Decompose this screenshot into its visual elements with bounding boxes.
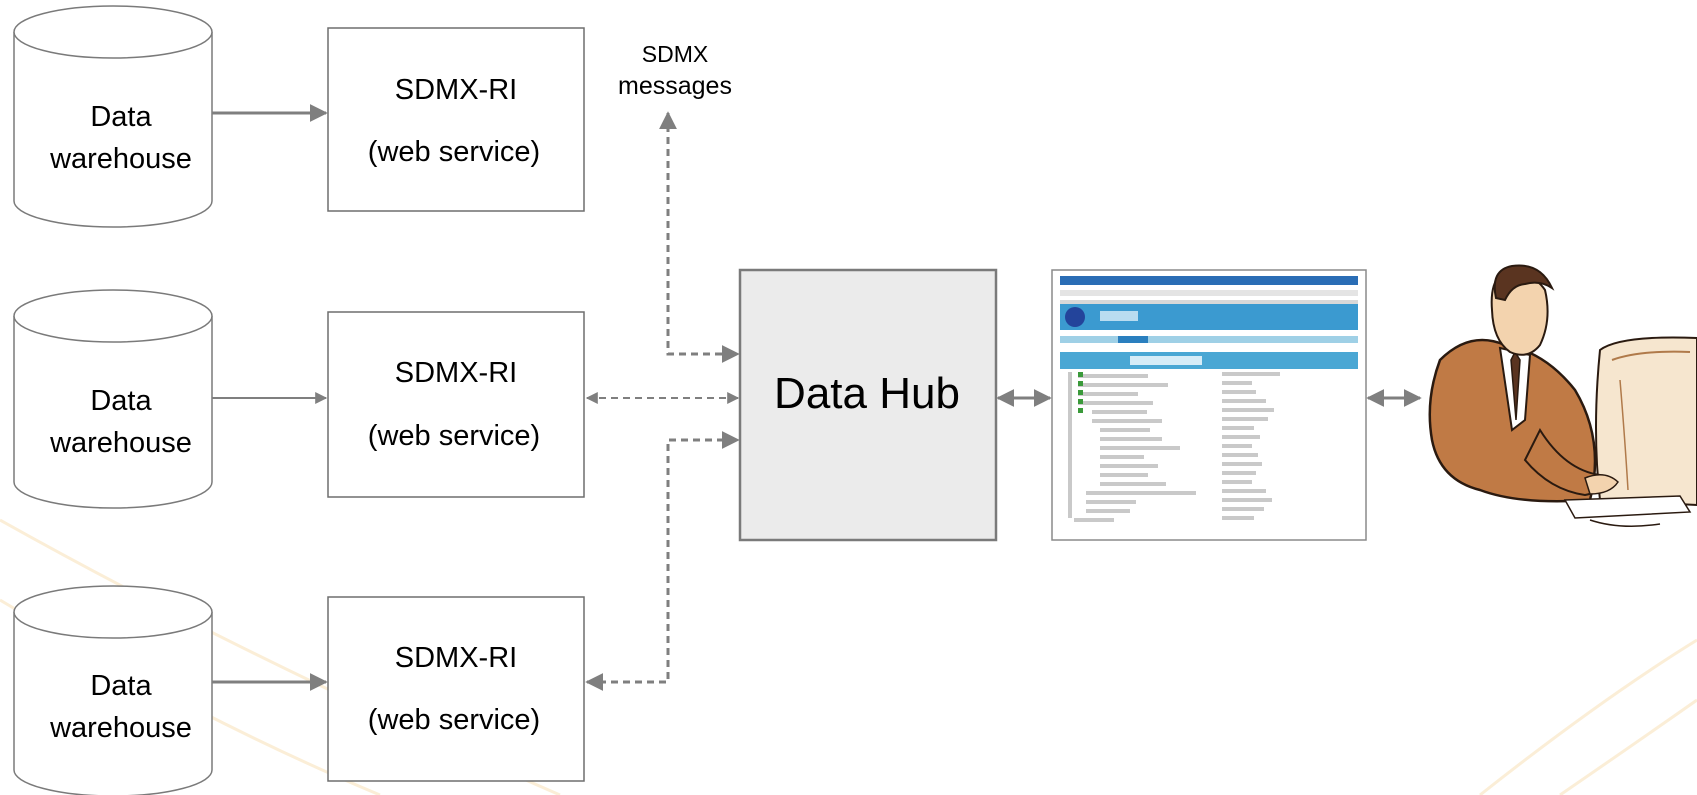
warehouse-label-line2: warehouse <box>49 712 192 744</box>
user-at-computer-icon <box>1428 264 1697 527</box>
service-label-line2: (web service) <box>368 704 540 736</box>
data-warehouse-3: Data warehouse <box>13 585 213 795</box>
sdmx-messages-label-line1: SDMX <box>642 41 708 67</box>
sdmx-ri-service-3: SDMX-RI (web service) <box>327 596 585 782</box>
web-portal-screenshot-icon <box>1051 269 1367 541</box>
service-label-line2: (web service) <box>368 136 540 168</box>
warehouse-label-line1: Data <box>90 670 152 702</box>
warehouse-label-line2: warehouse <box>49 427 192 459</box>
warehouse-label-line1: Data <box>90 385 152 417</box>
data-warehouse-1: Data warehouse <box>13 5 213 228</box>
dashed-connector-1 <box>659 111 740 363</box>
warehouse-label-line1: Data <box>90 101 152 133</box>
sdmx-ri-service-1: SDMX-RI (web service) <box>327 27 585 212</box>
service-label-line2: (web service) <box>368 420 540 452</box>
data-hub-label: Data Hub <box>774 369 960 418</box>
sdmx-ri-service-2: SDMX-RI (web service) <box>327 311 585 498</box>
warehouse-label-line2: warehouse <box>49 143 192 175</box>
background-decoration <box>0 518 1697 795</box>
service-label-line1: SDMX-RI <box>395 74 517 106</box>
service-label-line1: SDMX-RI <box>395 642 517 674</box>
sdmx-messages-label-line2: messages <box>618 72 732 100</box>
data-warehouse-2: Data warehouse <box>13 289 213 509</box>
dashed-connector-3 <box>585 431 740 691</box>
service-label-line1: SDMX-RI <box>395 357 517 389</box>
sdmx-message-connectors <box>585 111 740 691</box>
data-hub: Data Hub <box>738 268 998 542</box>
